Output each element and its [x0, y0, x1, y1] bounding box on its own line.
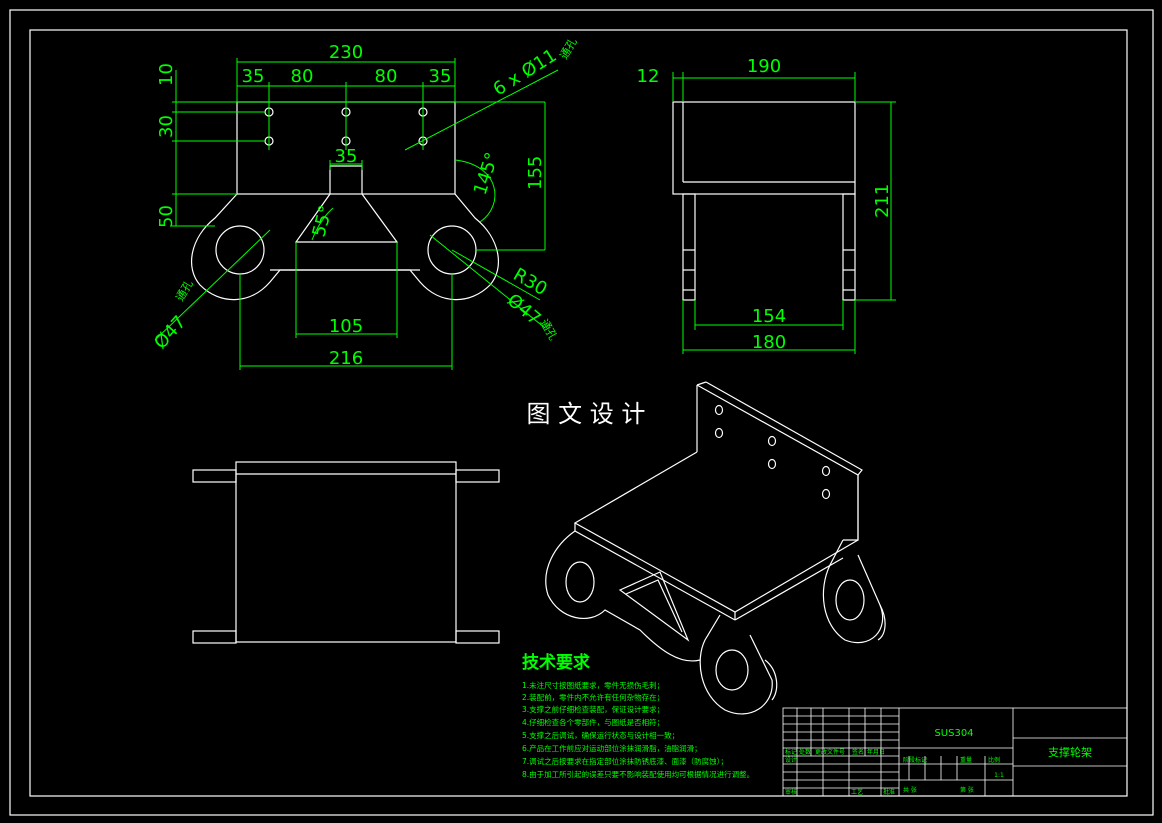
dim-d47-right-suffix: 通孔	[537, 317, 559, 343]
watermark: 图 文 设 计	[527, 400, 646, 428]
hole-note: 6 x Ø11	[490, 45, 561, 100]
side-dim-12: 12	[637, 66, 660, 87]
dim-155: 155	[525, 156, 546, 190]
tb-date: 年月日	[867, 748, 885, 756]
dim-d47-left-suffix: 通孔	[173, 278, 195, 304]
tech-item: 4.仔细检查各个零部件，与图纸是否相符；	[522, 717, 664, 727]
side-dim-190: 190	[747, 56, 781, 77]
tb-design: 设计	[785, 756, 797, 764]
dim-105: 105	[329, 316, 363, 337]
tb-stage: 阶段标记	[903, 756, 927, 764]
tech-item: 5.支撑之后调试，确保运行状态与设计相一致；	[522, 730, 679, 740]
outer-border	[9, 9, 1154, 816]
top-view	[192, 461, 500, 644]
tech-item: 8.由于加工所引起的误差只要不影响装配使用均可根据情况进行调整。	[522, 769, 754, 779]
tech-item: 1.未注尺寸按图纸要求，零件无损伤毛刺；	[522, 680, 664, 690]
dim-30: 30	[156, 115, 177, 138]
tb-sign: 签名	[852, 748, 864, 756]
side-dim-211: 211	[872, 184, 893, 218]
dim-50: 50	[156, 205, 177, 228]
scale-text: 1:1	[994, 772, 1004, 779]
dim-d47-left: Ø47	[150, 312, 190, 354]
dim-55deg: 55°	[309, 203, 338, 239]
front-view	[191, 101, 499, 301]
dim-35-right: 35	[429, 66, 452, 87]
tech-title: 技术要求	[522, 652, 590, 673]
tb-ratio: 比例	[988, 756, 1000, 764]
material-text: SUS304	[934, 728, 973, 739]
tb-page: 第 张	[960, 786, 974, 794]
tech-list: 1.未注尺寸按图纸要求，零件无损伤毛刺； 2.装配前，零件内不允许有任何杂物存在…	[522, 680, 754, 779]
side-dimensions	[672, 72, 896, 354]
tb-file-no: 更改文件号	[815, 748, 845, 756]
tb-process: 工艺	[851, 788, 863, 796]
tech-item: 7.调试之后按要求在指定部位涂抹防锈底漆、面漆（防腐蚀）；	[522, 756, 728, 766]
tb-mark: 标记	[785, 748, 797, 756]
tb-weight: 重量	[960, 756, 972, 764]
title-block	[782, 707, 1128, 797]
dim-80-left: 80	[291, 66, 314, 87]
front-slot	[329, 165, 363, 194]
hole-note-suffix: 通孔	[557, 36, 579, 62]
tb-count: 处数	[799, 748, 811, 756]
side-view	[672, 101, 856, 301]
front-dimensions	[154, 58, 559, 370]
tech-item: 3.支撑之前仔细检查装配，保证设计要求；	[522, 704, 664, 714]
side-dim-180: 180	[752, 332, 786, 353]
front-trapezoid	[294, 193, 399, 243]
tech-item: 2.装配前，零件内不允许有任何杂物存在；	[522, 692, 664, 702]
tb-check: 审核	[785, 788, 797, 796]
dim-230: 230	[329, 42, 363, 63]
side-dim-154: 154	[752, 306, 786, 327]
tb-sheet: 共 张	[903, 786, 917, 794]
dim-80-right: 80	[375, 66, 398, 87]
dim-216: 216	[329, 348, 363, 369]
inner-border	[29, 29, 1128, 797]
tb-approve: 批准	[883, 788, 895, 796]
dim-35-left: 35	[242, 66, 265, 87]
left-lug-hole	[215, 225, 265, 275]
dim-10: 10	[156, 63, 177, 86]
isometric-view	[545, 381, 886, 715]
part-name: 支撑轮架	[1048, 745, 1092, 759]
tech-item: 6.产品在工作前应对运动部位涂抹润滑脂，油脂润滑；	[522, 743, 702, 753]
dim-35-slot: 35	[335, 146, 358, 167]
dim-145deg: 145°	[470, 150, 503, 198]
